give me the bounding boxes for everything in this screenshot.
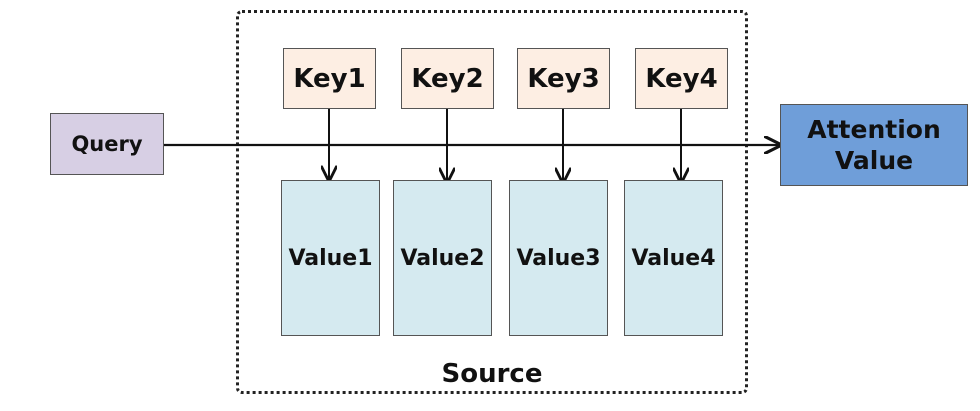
key-2-node: Key2 (401, 48, 494, 109)
source-label: Source (441, 359, 543, 389)
key-3-node: Key3 (517, 48, 610, 109)
key-1-node: Key1 (283, 48, 376, 109)
query-node: Query (50, 113, 164, 175)
value-4-node: Value4 (624, 180, 723, 336)
source-container (236, 10, 748, 394)
value-1-node: Value1 (281, 180, 380, 336)
attention-value-node: Attention Value (780, 104, 968, 186)
value-3-node: Value3 (509, 180, 608, 336)
value-2-node: Value2 (393, 180, 492, 336)
key-4-node: Key4 (635, 48, 728, 109)
